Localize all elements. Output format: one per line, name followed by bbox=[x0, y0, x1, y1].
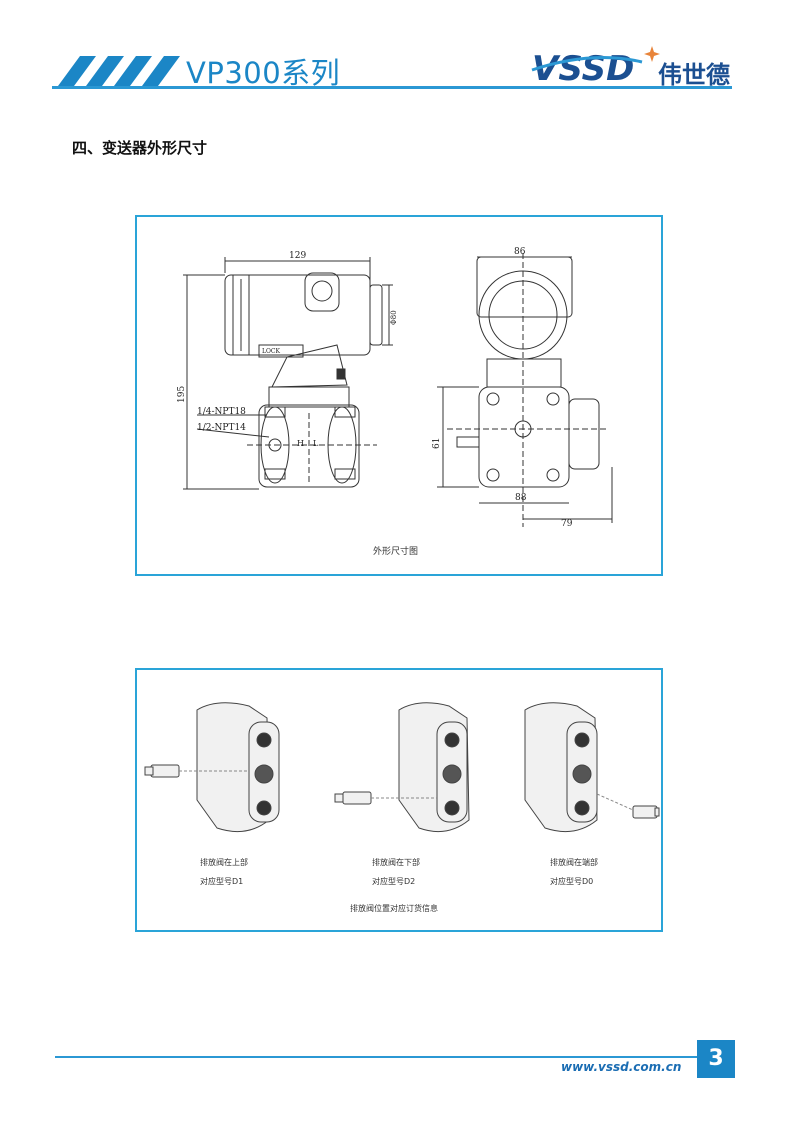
header-stripes-graphic bbox=[58, 56, 180, 86]
figure1-caption: 外形尺寸图 bbox=[373, 547, 419, 557]
dim-height: 195 bbox=[177, 385, 187, 403]
pipe-thread-upper: 1/4-NPT18 bbox=[197, 407, 246, 417]
label-h: H bbox=[297, 439, 304, 448]
valve1-position: 排放阀在上部 bbox=[200, 858, 248, 867]
label-l: L bbox=[313, 439, 319, 448]
pipe-thread-lower: 1/2-NPT14 bbox=[197, 423, 246, 433]
dim-side-height: 61 bbox=[432, 437, 442, 449]
drain-valve-drawings bbox=[144, 702, 660, 833]
dim-diameter: Φ80 bbox=[390, 310, 398, 325]
valve1-model: 对应型号D1 bbox=[200, 877, 244, 886]
series-title: VP300系列 bbox=[186, 56, 341, 90]
section-title: 四、变送器外形尺寸 bbox=[72, 139, 208, 157]
valve2-position: 排放阀在下部 bbox=[372, 858, 420, 867]
logo-text: VSSD bbox=[532, 49, 634, 88]
footer-website: www.vssd.com.cn bbox=[561, 1060, 682, 1074]
drain-valve-figure: 排放阀在上部 对应型号D1 排放阀在下部 对应型号D2 排放阀在端部 对应型号D… bbox=[135, 668, 663, 932]
header-divider bbox=[52, 86, 732, 89]
outline-dimension-drawing bbox=[183, 253, 613, 527]
lock-label: LOCK bbox=[262, 348, 280, 355]
vssd-logo: VSSD bbox=[531, 46, 660, 88]
outline-dimension-figure: 129 195 1/4-NPT18 1/2-NPT14 LOCK Φ80 H L… bbox=[135, 215, 663, 576]
valve2-model: 对应型号D2 bbox=[372, 877, 416, 886]
footer-divider bbox=[55, 1056, 697, 1058]
dim-top-width: 129 bbox=[289, 251, 307, 261]
dim-side-width: 86 bbox=[514, 247, 526, 257]
valve3-position: 排放阀在端部 bbox=[550, 858, 598, 867]
dim-offset: 79 bbox=[561, 519, 573, 529]
page-number: 3 bbox=[697, 1040, 735, 1078]
figure2-caption: 排放阀位置对应订货信息 bbox=[350, 904, 438, 913]
dim-bottom-width: 88 bbox=[515, 493, 527, 503]
valve3-model: 对应型号D0 bbox=[550, 877, 594, 886]
logo-chinese-name: 伟世德 bbox=[658, 61, 730, 89]
